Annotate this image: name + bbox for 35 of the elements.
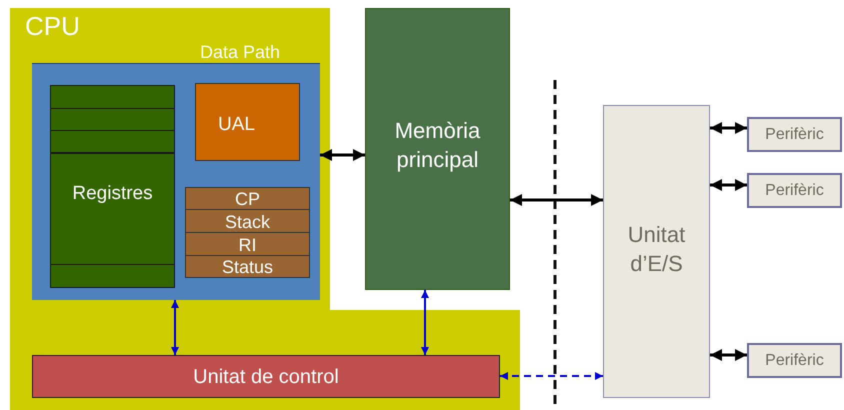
double-arrow bbox=[710, 179, 747, 191]
register-row bbox=[185, 187, 310, 210]
block-label: Status bbox=[220, 257, 274, 278]
register-file-block bbox=[50, 85, 175, 288]
double-arrow bbox=[710, 349, 747, 361]
block-label: Stack bbox=[224, 212, 272, 233]
block-label: Unitat de control bbox=[192, 366, 340, 389]
alu-block bbox=[195, 83, 300, 161]
double-arrow bbox=[510, 194, 603, 206]
cpu-title: CPU bbox=[25, 11, 80, 42]
peripheral-block bbox=[747, 117, 842, 152]
io-unit-block bbox=[603, 105, 710, 398]
double-arrow bbox=[710, 122, 747, 134]
double-arrow bbox=[320, 149, 365, 161]
data-path-heading: Data Path bbox=[200, 42, 280, 63]
block-label: RI bbox=[238, 235, 258, 256]
control-unit-block bbox=[32, 355, 500, 398]
memory-block bbox=[365, 8, 510, 290]
data-path-panel bbox=[32, 44, 320, 300]
register-row bbox=[185, 209, 310, 233]
register-row bbox=[185, 232, 310, 256]
block-label: Unitat d’E/S bbox=[626, 221, 686, 278]
block-label: CP bbox=[234, 189, 261, 210]
block-label: Memòria principal bbox=[394, 117, 482, 174]
double-arrow bbox=[171, 300, 179, 355]
peripheral-block bbox=[747, 173, 842, 208]
block-label: Perifèric bbox=[764, 126, 825, 144]
register-row bbox=[185, 255, 310, 278]
block-label: Perifèric bbox=[764, 182, 825, 200]
double-arrow bbox=[500, 372, 603, 380]
double-arrow bbox=[421, 290, 429, 355]
peripheral-block bbox=[747, 343, 842, 378]
block-label: Perifèric bbox=[764, 352, 825, 370]
block-label: Registres bbox=[71, 183, 154, 205]
block-label: UAL bbox=[218, 114, 255, 136]
